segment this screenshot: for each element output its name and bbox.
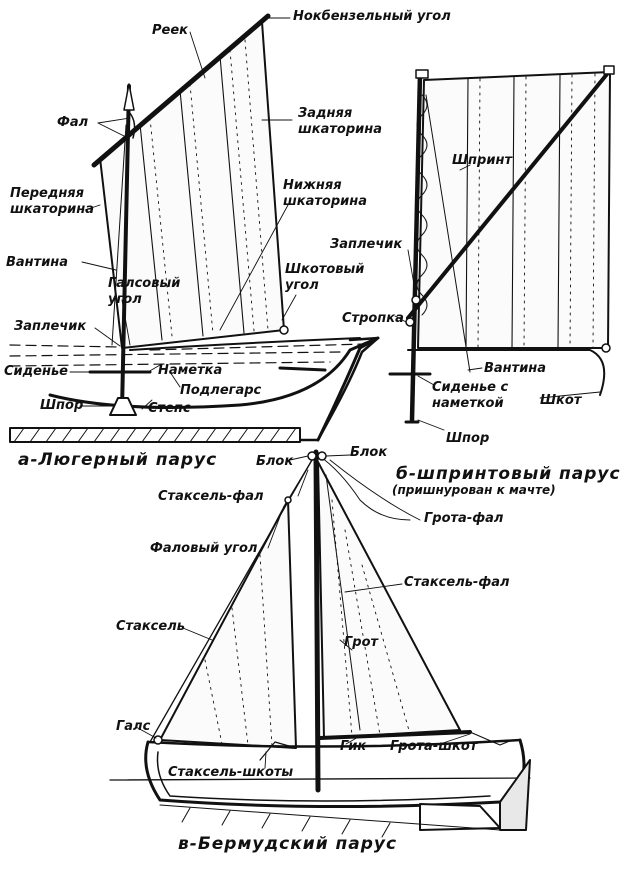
sprit-leaders <box>395 165 600 430</box>
label-luff: Передняя шкаторина <box>10 186 95 217</box>
sprit-lacing <box>417 95 427 315</box>
label-main-sheet: Грота-шкот <box>390 739 478 754</box>
bermuda-main-halyard <box>318 455 410 520</box>
bermuda-block-left <box>308 452 316 460</box>
label-halyard: Фал <box>57 115 89 130</box>
lugger-hull-top <box>130 338 360 350</box>
bermuda-keel <box>420 804 500 830</box>
lugger-keel-bar <box>10 428 300 442</box>
lugger-yard <box>94 16 268 165</box>
sprit-shroud <box>426 95 470 372</box>
label-keelson: Подлегарс <box>180 383 262 398</box>
label-step: Степс <box>148 401 191 416</box>
lugger-halyard <box>127 110 135 138</box>
label-tack-c: Галс <box>116 719 151 734</box>
label-leech: Задняя шкаторина <box>298 106 383 137</box>
bermuda-sail-illustration <box>110 452 530 837</box>
label-shoulder-a: Заплечик <box>14 319 87 334</box>
bermuda-main-sheet <box>470 732 512 745</box>
sprit-pole <box>408 68 612 318</box>
bermuda-jib-halyard-down <box>326 475 360 730</box>
bermuda-main-seams <box>332 500 410 736</box>
label-snotter: Стропка <box>342 311 404 326</box>
bermuda-boom <box>320 732 470 738</box>
bermuda-rudder <box>500 760 530 830</box>
label-heel-b: Шпор <box>446 431 490 446</box>
subcaption-sprit: (пришнурован к мачте) <box>392 483 556 497</box>
label-head: Фаловый угол <box>150 541 258 556</box>
lugger-waterline <box>10 344 365 366</box>
label-seat-a: Сиденье <box>4 364 68 379</box>
sprit-mast <box>412 74 420 420</box>
lugger-step <box>110 398 136 415</box>
label-jib-halyard-right: Стаксель-фал <box>404 575 510 590</box>
lugger-sail-illustration <box>10 16 378 442</box>
caption-lugger: а-Люгерный парус <box>18 450 218 470</box>
lugger-leaders <box>70 18 296 409</box>
label-shroud-a: Вантина <box>6 255 69 270</box>
lugger-shroud <box>112 125 126 345</box>
sprit-peak-cap <box>604 66 614 74</box>
bermuda-hull-deck <box>148 740 520 747</box>
label-main-halyard: Грота-фал <box>424 511 504 526</box>
sprit-clew <box>602 344 610 352</box>
lugger-mast <box>122 86 129 410</box>
lugger-thwart <box>280 368 325 370</box>
caption-sprit: б-шпринтовый парус <box>396 464 621 484</box>
label-yard: Реек <box>152 23 188 38</box>
label-shoulder-b: Заплечик <box>330 237 403 252</box>
sprit-mast-cap <box>416 70 428 78</box>
label-peak: Нокбензельный угол <box>293 9 451 24</box>
bermuda-mast <box>316 452 318 790</box>
label-shroud-b: Вантина <box>484 361 547 376</box>
label-sprit: Шпринт <box>452 153 512 168</box>
bermuda-head-fitting <box>285 497 291 503</box>
lugger-clew-ring <box>280 326 288 334</box>
label-tack-a: Галсовый угол <box>108 276 181 307</box>
label-jib: Стаксель <box>116 619 185 634</box>
bermuda-leaders <box>136 455 470 768</box>
lugger-sail-seams <box>140 40 268 340</box>
label-block-right: Блок <box>350 445 388 460</box>
label-clew: Шкотовый угол <box>285 262 365 293</box>
label-foot: Нижняя шкаторина <box>283 178 368 209</box>
label-heel-a: Шпор <box>40 398 84 413</box>
sprit-snotter <box>406 318 414 326</box>
lugger-mast-top <box>124 84 134 110</box>
bermuda-jib-seams <box>205 555 272 746</box>
lugger-stern <box>300 338 378 440</box>
bermuda-mainsail <box>318 462 460 738</box>
lugger-keel-hatching <box>14 428 296 442</box>
sprit-shoulder <box>412 296 420 304</box>
label-boom: Гик <box>340 739 367 754</box>
bermuda-forestay <box>150 460 312 742</box>
bermuda-seabed <box>160 805 500 837</box>
sprit-sail-illustration <box>390 66 614 430</box>
label-jib-sheets: Стаксель-шкоты <box>168 765 294 780</box>
label-thwart-clamp: Наметка <box>158 363 223 378</box>
bermuda-jib-sheet <box>260 742 296 760</box>
bermuda-jib <box>160 500 296 748</box>
label-jib-halyard-top: Стаксель-фал <box>158 489 264 504</box>
label-sheet: Шкот <box>540 393 582 408</box>
label-block-left: Блок <box>256 454 294 469</box>
caption-bermuda: в-Бермудский парус <box>178 834 398 854</box>
bermuda-block-right <box>318 452 326 460</box>
bermuda-hull-inner <box>158 752 491 801</box>
sprit-sail-seams <box>466 74 595 348</box>
label-seat-b: Сиденье с наметкой <box>432 380 509 412</box>
sprit-hull-side <box>408 350 604 395</box>
label-main: Грот <box>344 635 379 650</box>
